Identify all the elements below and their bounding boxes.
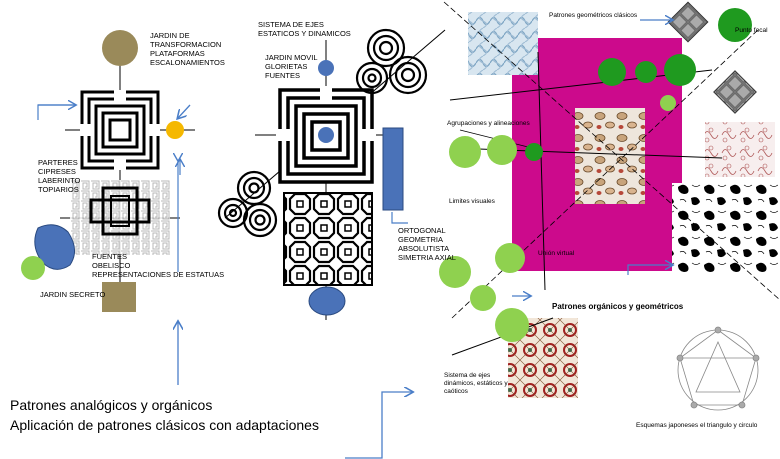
blue-mosaic-image	[468, 12, 538, 75]
blue-pond	[34, 224, 75, 270]
arrow-to-orange	[178, 104, 191, 118]
light-green-circle-2	[487, 135, 517, 165]
paving-tile-top	[667, 1, 709, 43]
cross-labyrinth	[89, 186, 151, 236]
olive-circle	[102, 30, 138, 66]
focal-green-circle	[718, 8, 752, 42]
light-green-circle-small	[660, 95, 676, 111]
label-punto-focal: Punto focal	[735, 27, 768, 34]
label-patrones-organicos: Patrones orgánicos y geométricos	[552, 302, 684, 311]
dark-green-circle-4	[525, 143, 543, 161]
green-circle-left	[21, 256, 45, 280]
mid-blue-rectangle	[382, 127, 404, 211]
dashed-diagonal-2	[451, 27, 761, 319]
caption-right-arrow	[345, 392, 412, 459]
spiral-cluster-bottom	[217, 170, 278, 238]
axis-line-vertical	[537, 51, 546, 291]
label-agrupaciones: Agrupaciones y alineaciones	[447, 120, 530, 127]
caption-line-2: Aplicación de patrones clásicos con adap…	[10, 417, 319, 433]
mid-blue-fountain	[318, 127, 334, 143]
label-union-virtual: Unión virtual	[538, 250, 575, 257]
label-esquemas-japoneses: Esquemas japoneses el triangulo y circul…	[636, 422, 758, 429]
japanese-scheme-diagram	[676, 326, 760, 411]
bracket-arrow	[37, 104, 75, 120]
label-sistema-ejes-dinamicos: Sistema de ejes dinámicos, estáticos y c…	[444, 372, 508, 395]
left-panel	[21, 30, 195, 312]
pebble-pattern-image	[575, 108, 645, 204]
spiral-cluster-top	[355, 28, 428, 95]
middle-panel	[217, 28, 446, 320]
organic-blob-image	[672, 183, 778, 275]
olive-square	[102, 282, 136, 312]
mid-blue-circle-top	[318, 60, 334, 76]
greek-key-pattern	[70, 180, 170, 255]
label-jardin-movil: JARDIN MOVIL GLORIETAS FUENTES	[265, 53, 318, 80]
mid-bracket	[391, 212, 408, 224]
label-ortogonal: ORTOGONAL GEOMETRIA ABSOLUTISTA SIMETRIA…	[398, 226, 456, 262]
union-arrow	[627, 265, 672, 275]
octagon-parterre	[283, 192, 373, 286]
labyrinth-square	[80, 90, 160, 170]
label-limites: Limites visuales	[449, 198, 495, 205]
dark-green-circle-2	[635, 61, 657, 83]
label-jardin-transformacion: JARDIN DE TRANSFORMACION PLATAFORMAS ESC…	[150, 31, 225, 67]
light-green-circle-5	[470, 285, 496, 311]
dark-green-circle-3	[664, 54, 696, 86]
light-green-circle-6	[495, 308, 529, 342]
label-parteres: PARTERES CIPRESES LABERINTO TOPIARIOS	[38, 158, 81, 194]
mid-blue-oval	[308, 286, 346, 316]
caption-line-1: Patrones analógicos y orgánicos	[10, 397, 213, 413]
dark-green-circle-1	[598, 58, 626, 86]
paving-tile-right	[713, 70, 757, 114]
light-green-circle-1	[449, 136, 481, 168]
label-fuentes: FUENTES OBELISCO REPRESENTACIONES DE EST…	[92, 252, 225, 279]
right-panel	[439, 1, 780, 411]
light-green-circle-3	[495, 243, 525, 273]
label-jardin-secreto: JARDIN SECRETO	[40, 290, 106, 299]
label-patrones-geometricos: Patrones geométricos clásicos	[549, 12, 638, 19]
swirl-pattern-image	[705, 122, 775, 177]
dashed-diagonal-1	[443, 1, 780, 301]
light-green-circle-4	[439, 256, 471, 288]
label-sistema-ejes: SISTEMA DE EJES ESTATICOS Y DINAMICOS	[258, 20, 351, 38]
orange-circle	[166, 121, 184, 139]
